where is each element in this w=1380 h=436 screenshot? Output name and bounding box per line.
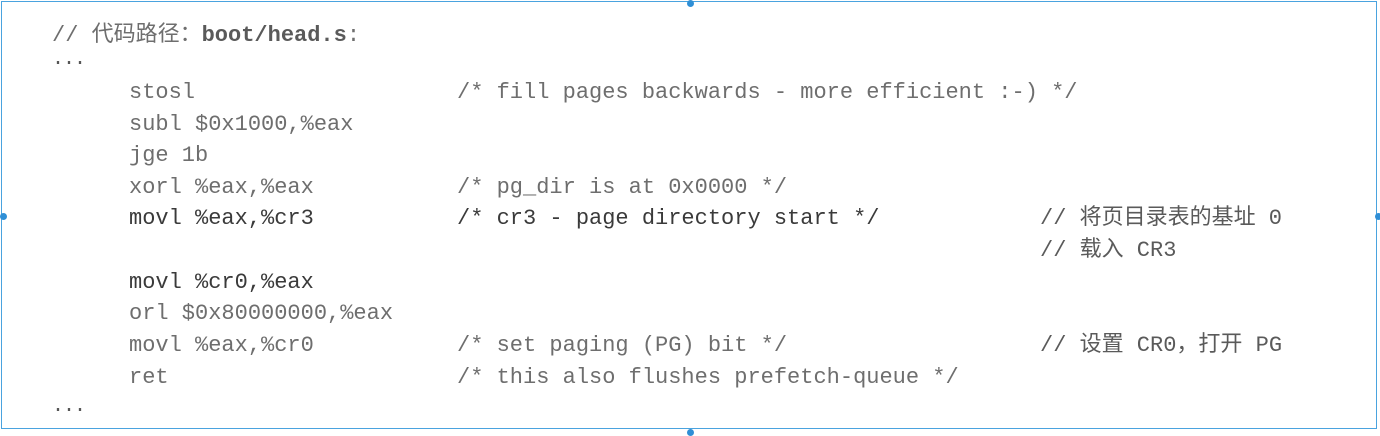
annotation-note: // 将页目录表的基址 0 <box>1040 206 1283 231</box>
code-comment: /* fill pages backwards - more efficient… <box>457 80 1078 105</box>
code-path-prefix: // 代码路径： <box>52 23 202 48</box>
resize-handle-bottom[interactable] <box>687 429 694 436</box>
ellipsis-top: ... <box>52 48 86 71</box>
code-instruction: movl %eax,%cr0 <box>129 333 314 358</box>
code-instruction: xorl %eax,%eax <box>129 175 314 200</box>
code-comment: /* this also flushes prefetch-queue */ <box>457 365 959 390</box>
code-instruction: jge 1b <box>129 143 209 168</box>
resize-handle-left[interactable] <box>0 213 7 220</box>
resize-handle-top[interactable] <box>687 0 694 7</box>
code-instruction: subl $0x1000,%eax <box>129 112 354 137</box>
code-comment: /* pg_dir is at 0x0000 */ <box>457 175 788 200</box>
resize-handle-right[interactable] <box>1375 213 1380 220</box>
code-instruction: movl %cr0,%eax <box>129 270 314 295</box>
code-instruction: stosl <box>129 80 196 105</box>
annotation-note: // 设置 CR0，打开 PG <box>1040 333 1283 358</box>
ellipsis-bottom: ... <box>52 395 86 418</box>
code-instruction: ret <box>129 365 169 390</box>
code-instruction: orl $0x80000000,%eax <box>129 301 394 326</box>
code-comment: /* set paging (PG) bit */ <box>457 333 788 358</box>
code-path-header: // 代码路径：boot/head.s: <box>52 16 360 48</box>
annotation-note: // 载入 CR3 <box>1040 238 1177 263</box>
code-comment: /* cr3 - page directory start */ <box>457 206 880 231</box>
code-path-suffix: : <box>346 23 361 48</box>
code-instruction: movl %eax,%cr3 <box>129 206 314 231</box>
code-path: boot/head.s <box>201 23 347 48</box>
